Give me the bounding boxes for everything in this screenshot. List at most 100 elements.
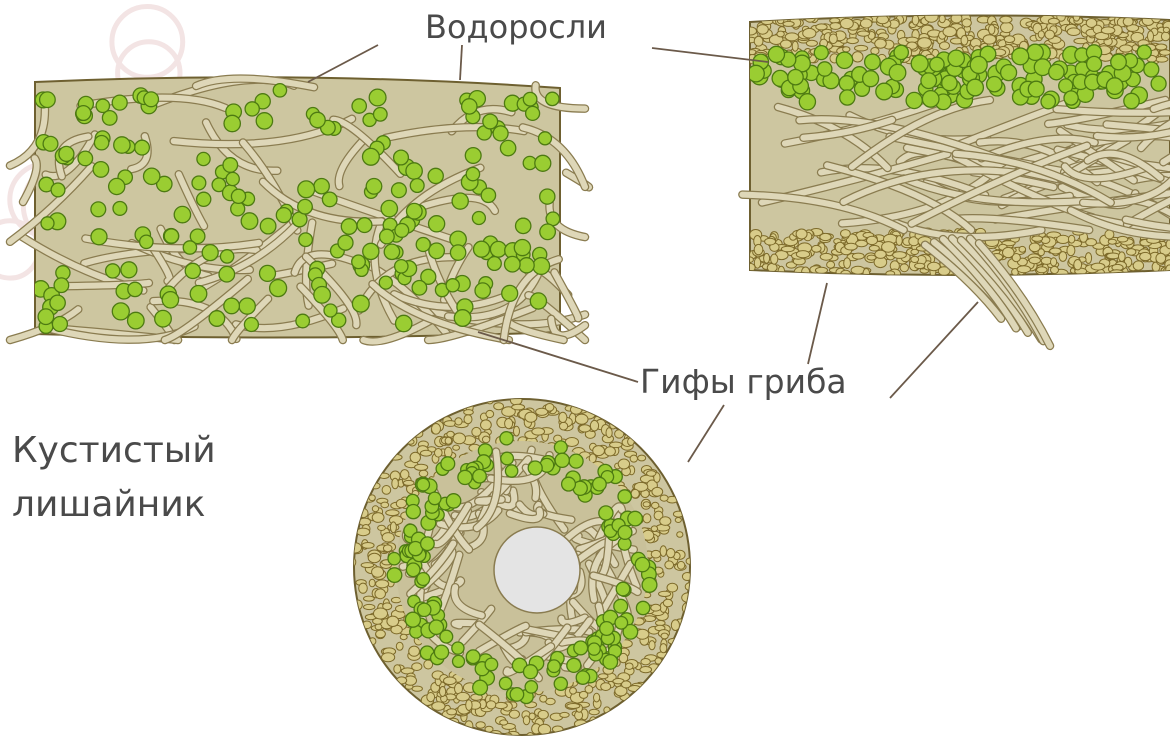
algae-cell (369, 89, 386, 106)
algae-cell (499, 677, 511, 689)
algae-cell (395, 260, 408, 273)
algae-cell (144, 168, 160, 184)
cortex-cell (1074, 260, 1082, 270)
algae-cell (525, 681, 537, 693)
algae-cell (441, 457, 455, 471)
cortex-cell (1166, 240, 1170, 249)
algae-cell (788, 70, 803, 85)
cortex-cell (647, 471, 656, 477)
algae-cell (298, 181, 315, 198)
cortex-cell (1017, 266, 1030, 273)
cortex-cell (495, 702, 508, 708)
algae-cell (197, 152, 210, 165)
algae-cell (112, 303, 129, 320)
cortex-cell (435, 449, 443, 458)
algae-cell (270, 280, 287, 297)
cortex-cell (1067, 245, 1075, 256)
algae-cell (1001, 65, 1017, 81)
algae-cell (472, 212, 485, 225)
cortex-cell (372, 506, 378, 512)
cortex-cell (567, 704, 580, 709)
algae-cell (380, 229, 395, 244)
cortex-cell (1127, 249, 1136, 256)
cortex-cell (447, 709, 457, 715)
cortex-cell (509, 710, 519, 718)
algae-cell (410, 179, 424, 193)
algae-cell (406, 505, 420, 519)
cortex-cell (527, 733, 534, 741)
cortex-cell (686, 558, 692, 564)
algae-cell (209, 311, 225, 327)
algae-cell (911, 55, 928, 72)
algae-cell (352, 295, 369, 312)
crustose-section-left (10, 77, 589, 341)
algae-cell (501, 452, 514, 465)
algae-cell (1041, 94, 1055, 108)
algae-cell (889, 64, 906, 81)
algae-label: Водоросли (425, 8, 607, 46)
cortex-cell (1051, 258, 1057, 266)
cortex-cell (376, 580, 389, 588)
algae-cell (555, 453, 569, 467)
cortex-cell (764, 253, 770, 263)
algae-cell (514, 240, 530, 256)
algae-cell (450, 245, 465, 260)
algae-cell (894, 45, 908, 59)
cortex-cell (376, 630, 386, 638)
cortex-cell (374, 608, 388, 619)
algae-cell (921, 73, 937, 89)
algae-cell (93, 162, 109, 178)
cortex-cell (538, 710, 548, 719)
algae-cell (1027, 44, 1043, 60)
cortex-cell (525, 412, 537, 422)
algae-cell (224, 115, 240, 131)
cortex-cell (361, 563, 374, 568)
algae-cell (942, 75, 957, 90)
cortex-cell (486, 701, 495, 709)
algae-cell (876, 83, 893, 100)
cortex-cell (1148, 31, 1154, 42)
cortex-cell (867, 236, 878, 244)
algae-cell (528, 461, 542, 475)
algae-cell (276, 208, 291, 223)
cortex-cell (1038, 31, 1044, 38)
cortex-cell (820, 253, 832, 260)
cortex-cell (765, 238, 776, 245)
algae-cell (387, 568, 402, 583)
algae-cell (51, 183, 65, 197)
algae-cell (554, 677, 567, 690)
algae-cell (475, 283, 490, 298)
algae-cell (490, 241, 506, 257)
fruticose-cross-section (349, 395, 695, 740)
algae-cell (429, 243, 445, 259)
cortex-cell (989, 25, 995, 35)
algae-leader-left-1 (308, 45, 378, 82)
cortex-cell (1085, 253, 1091, 264)
cortex-cell (391, 597, 401, 602)
cortex-cell (651, 550, 660, 558)
diagram-title-line2: лишайник (12, 484, 205, 525)
algae-cell (314, 179, 329, 194)
cortex-cell (802, 267, 810, 277)
algae-cell (473, 469, 487, 483)
cortex-cell (601, 683, 611, 691)
algae-cell (505, 256, 521, 272)
cortex-cell (1068, 235, 1074, 243)
algae-cell (1012, 48, 1029, 65)
cortex-cell (529, 713, 535, 720)
cortex-cell (652, 487, 663, 496)
cortex-cell (660, 546, 666, 557)
cortex-cell (590, 420, 598, 431)
algae-cell (406, 163, 422, 179)
cortex-cell (660, 495, 668, 501)
cortex-cell (464, 415, 472, 424)
cortex-cell (369, 579, 375, 587)
algae-cell (1028, 81, 1044, 97)
cortex-cell (939, 15, 945, 23)
algae-cell (52, 317, 67, 332)
cortex-cell (911, 256, 919, 262)
algae-cell (546, 92, 559, 105)
algae-cell (452, 642, 464, 654)
cortex-cell (925, 11, 938, 22)
cortex-cell (1156, 253, 1166, 263)
